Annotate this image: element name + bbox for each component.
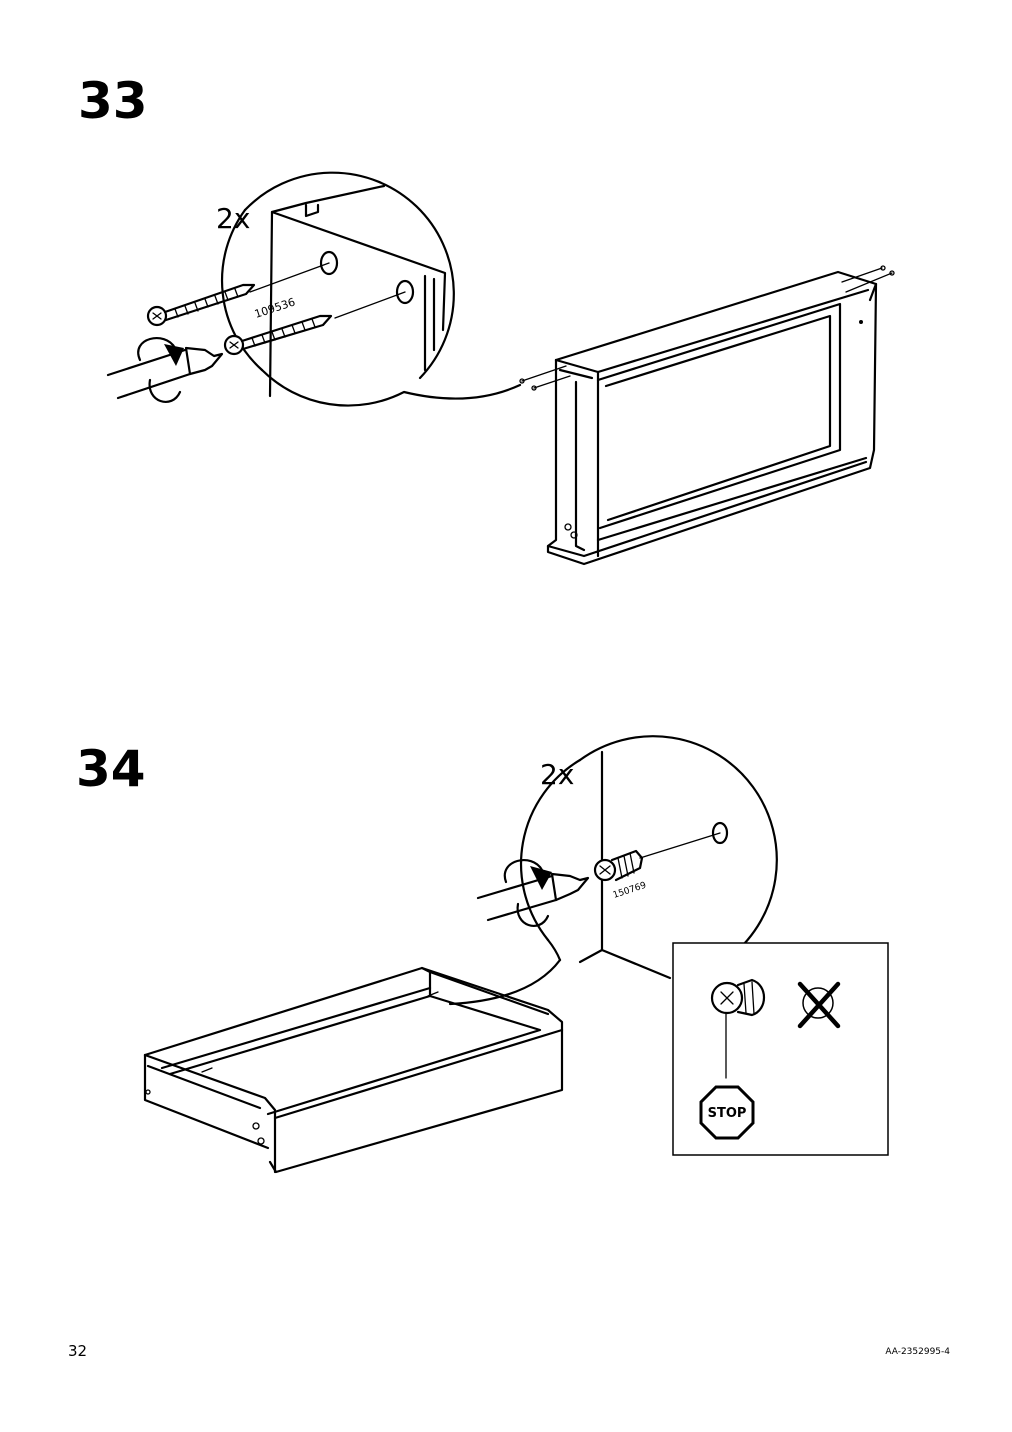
warning-panel: STOP [672, 942, 889, 1156]
page-number: 32 [68, 1342, 88, 1360]
step-33-number: 33 [78, 72, 148, 130]
document-id: AA-2352995-4 [885, 1347, 950, 1357]
cam-screw [593, 849, 644, 882]
stop-label: STOP [708, 1106, 747, 1121]
stop-sign-icon: STOP [699, 1085, 755, 1140]
step-33-quantity: 2x [216, 202, 250, 235]
screwdriver [106, 346, 224, 400]
drawer-frame-illustration [519, 265, 895, 566]
wood-screw-lower [223, 314, 333, 356]
hole-upper [319, 250, 339, 276]
hole-lower [395, 279, 415, 305]
wrong-screw-icon [797, 981, 841, 1029]
correct-screw-icon [710, 978, 766, 1079]
step-34-quantity: 2x [540, 758, 574, 791]
dowel-hole [711, 821, 729, 845]
screwdriver-34 [476, 872, 590, 922]
rotate-clockwise-icon-34 [503, 859, 552, 927]
step-34-part-number: 150769 [612, 881, 648, 901]
step-34-detail-callout [448, 735, 778, 1006]
step-33-part-number: 109536 [253, 296, 297, 321]
rotate-clockwise-icon [137, 337, 184, 403]
step-33-detail-callout [106, 171, 522, 407]
step-34-number: 34 [76, 740, 146, 798]
wood-screw-upper [146, 283, 256, 327]
drawer-illustration [143, 966, 564, 1174]
panel-corner [268, 184, 447, 398]
